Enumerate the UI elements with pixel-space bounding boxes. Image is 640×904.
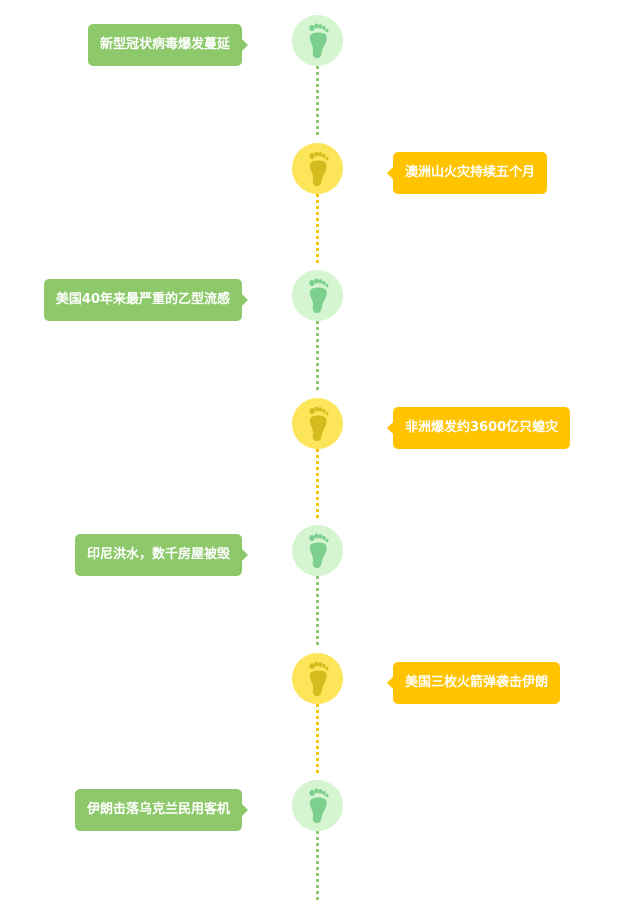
label-pointer [387,420,394,435]
event-label: 新型冠状病毒爆发蔓延 [87,24,248,66]
timeline-connector [316,831,319,900]
footprint-icon [309,788,329,824]
footprint-circle [292,15,343,66]
timeline-node: 澳洲山火灾持续五个月 [0,128,640,263]
timeline-node: 印尼洪水，数千房屋被毁 [0,510,640,645]
footprint-circle [292,142,343,194]
event-label-text: 非洲爆发约3600亿只蝗灾 [405,419,559,435]
timeline-connector [316,576,319,645]
footprint-circle [292,525,343,576]
label-pointer [241,803,248,817]
event-label: 美国40年来最严重的乙型流感 [43,279,248,321]
label-pointer [241,38,248,52]
event-label-text: 澳洲山火灾持续五个月 [405,164,536,180]
event-label: 非洲爆发约3600亿只蝗灾 [387,406,571,449]
footprint-circle [292,780,343,831]
event-label-text: 印尼洪水，数千房屋被毁 [86,547,230,562]
event-label: 美国三枚火箭弹袭击伊朗 [387,661,561,704]
label-pointer [241,548,248,562]
footprint-circle [292,397,343,449]
footprint-icon [309,661,329,696]
label-pointer [387,675,394,690]
timeline-node: 伊朗击落乌克兰民用客机 [0,765,640,900]
label-pointer [387,165,394,180]
event-label: 澳洲山火灾持续五个月 [387,151,548,194]
footprint-icon [309,278,329,314]
event-label: 印尼洪水，数千房屋被毁 [74,534,248,576]
timeline-node: 美国三枚火箭弹袭击伊朗 [0,638,640,773]
timeline-connector [316,321,319,390]
timeline-node: 美国40年来最严重的乙型流感 [0,255,640,390]
footprint-icon [309,151,329,186]
event-label-text: 新型冠状病毒爆发蔓延 [99,37,230,52]
timeline-node: 新型冠状病毒爆发蔓延 [0,0,640,135]
event-label-text: 美国三枚火箭弹袭击伊朗 [405,674,549,690]
timeline-connector [316,448,319,518]
timeline-connector [316,193,319,263]
event-label-text: 伊朗击落乌克兰民用客机 [86,802,230,817]
timeline-node: 非洲爆发约3600亿只蝗灾 [0,383,640,518]
footprint-icon [309,23,329,59]
footprint-circle [292,270,343,321]
footprint-icon [309,533,329,569]
footprint-icon [309,406,329,441]
event-label: 伊朗击落乌克兰民用客机 [74,789,248,831]
label-pointer [241,293,248,307]
timeline-connector [316,66,319,135]
footprint-circle [292,652,343,704]
timeline-connector [316,703,319,773]
event-label-text: 美国40年来最严重的乙型流感 [55,292,230,307]
